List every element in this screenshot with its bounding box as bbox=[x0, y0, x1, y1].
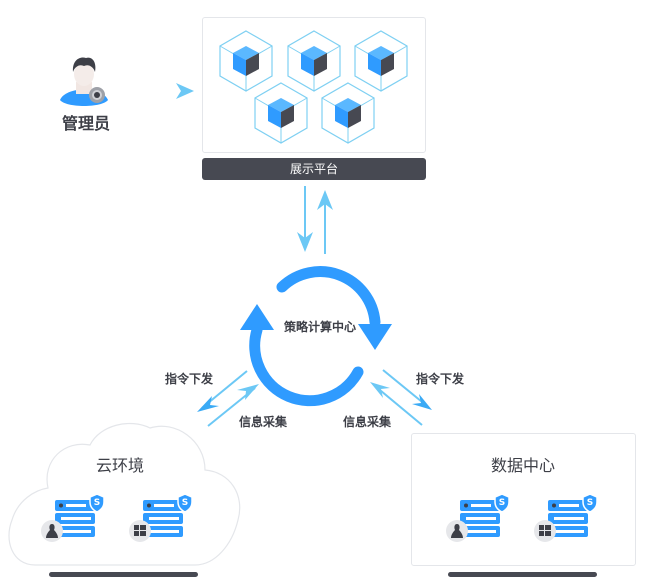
right-collect-label: 信息采集 bbox=[343, 415, 392, 429]
cloud-title: 云环境 bbox=[95, 456, 144, 475]
cycle-arrows-icon bbox=[240, 266, 392, 407]
dc-server-linux bbox=[446, 493, 510, 542]
strategy-center-label: 策略计算中心 bbox=[283, 320, 356, 334]
right-command-label: 指令下发 bbox=[416, 372, 465, 386]
right-flow-arrows bbox=[370, 369, 432, 426]
platform-center-arrows bbox=[297, 186, 333, 254]
display-platform-box bbox=[202, 17, 426, 153]
datacenter-box bbox=[411, 433, 636, 566]
display-platform-bar: 展示平台 bbox=[202, 158, 426, 180]
admin-to-platform-arrow bbox=[128, 83, 194, 99]
admin-user-icon bbox=[60, 57, 108, 106]
left-flow-arrows bbox=[197, 370, 259, 427]
left-command-label: 指令下发 bbox=[165, 372, 214, 386]
left-collect-label: 信息采集 bbox=[239, 415, 288, 429]
cloud-base-bar bbox=[49, 572, 198, 577]
dc-server-windows bbox=[534, 493, 598, 542]
cloud-server-windows bbox=[129, 493, 193, 542]
cloud-server-linux bbox=[41, 493, 105, 542]
datacenter-title: 数据中心 bbox=[490, 456, 555, 475]
admin-label: 管理员 bbox=[61, 114, 110, 133]
cloud-shape bbox=[8, 422, 241, 566]
datacenter-base-bar bbox=[448, 572, 597, 577]
